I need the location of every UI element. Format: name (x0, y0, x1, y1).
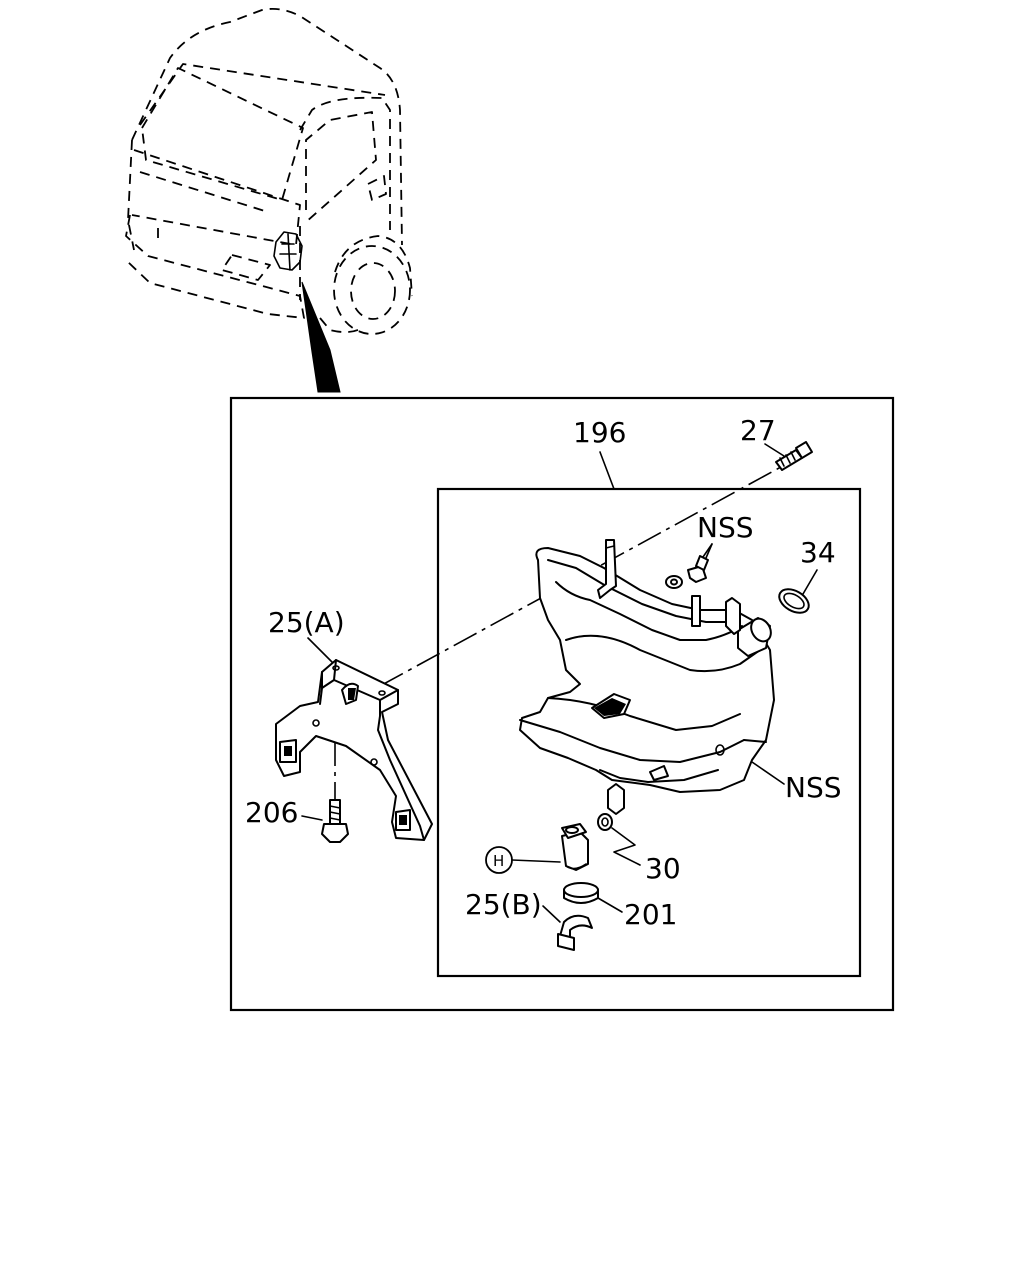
cap-34 (778, 588, 810, 614)
svg-text:H: H (493, 852, 504, 870)
bolt-206 (321, 799, 349, 843)
nss-fitting-elbow (687, 555, 709, 583)
inner-frame (436, 487, 862, 978)
callout-pointer (301, 281, 341, 393)
label-nss-right: NSS (785, 771, 842, 804)
bolt-27 (775, 441, 813, 471)
h-circle-symbol: H (485, 846, 513, 874)
nss-fitting-nut (665, 575, 683, 589)
label-30: 30 (645, 852, 681, 885)
washer-pump-30 (561, 813, 613, 871)
label-206: 206 (245, 796, 298, 829)
washer-tank (519, 539, 775, 815)
truck-cab-outline (125, 7, 413, 335)
bracket-25a (275, 659, 433, 841)
label-25b: 25(B) (465, 888, 542, 921)
label-nss-top: NSS (697, 511, 754, 544)
clamp-25b (557, 914, 593, 951)
label-27: 27 (740, 414, 776, 447)
ring-201 (563, 882, 599, 904)
label-201: 201 (624, 898, 677, 931)
outer-frame (229, 396, 895, 1012)
label-25a: 25(A) (268, 606, 345, 639)
label-196: 196 (573, 416, 626, 449)
label-34: 34 (800, 536, 836, 569)
